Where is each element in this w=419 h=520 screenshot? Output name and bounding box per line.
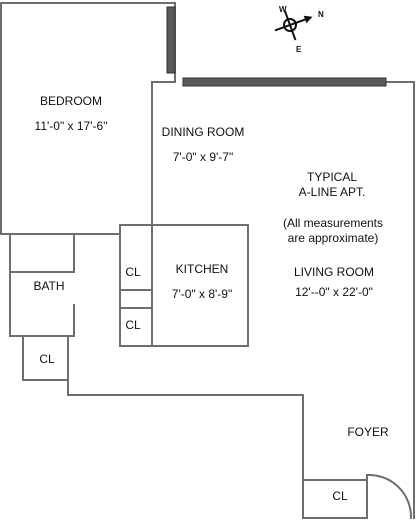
- note-caveat: (All measurements are approximate): [283, 216, 383, 246]
- compass-n: N: [318, 10, 324, 19]
- living-label: LIVING ROOM 12'--0" x 22'-0": [294, 265, 374, 300]
- closet-label-kitchen-lower: CL: [125, 318, 141, 332]
- compass-w: W: [279, 5, 287, 14]
- closet-label-bath: CL: [39, 352, 55, 366]
- bath-walls: [0, 233, 75, 337]
- kitchen-label: KITCHEN 7'-0" x 8'-9": [172, 262, 232, 302]
- closet-label-kitchen-upper: CL: [125, 265, 141, 279]
- foyer-label: FOYER: [347, 425, 389, 439]
- note-caveat-line2: are approximate): [287, 231, 379, 245]
- kitchen-cl-walls: [119, 224, 153, 347]
- compass-e: E: [296, 45, 302, 54]
- note-title: TYPICAL A-LINE APT.: [299, 170, 366, 200]
- kitchen-name: KITCHEN: [175, 262, 229, 276]
- dining-label: DINING ROOM 7'-0" x 9'-7": [162, 125, 245, 165]
- cl-left-walls: [22, 335, 304, 481]
- bedroom-size: 11'-0" x 17'-6": [34, 119, 108, 133]
- compass-icon: [274, 9, 313, 41]
- bedroom-name: BEDROOM: [39, 94, 103, 108]
- closet-label-foyer: CL: [332, 489, 348, 503]
- kitchen-walls: [151, 224, 249, 347]
- note-title-line2: A-LINE APT.: [298, 185, 366, 199]
- living-size: 12'--0" x 22'-0": [295, 285, 373, 299]
- note-title-line1: TYPICAL: [306, 170, 358, 184]
- door-swing: [366, 473, 413, 520]
- living-window: [182, 77, 387, 87]
- living-name: LIVING ROOM: [293, 265, 375, 279]
- bedroom-label: BEDROOM 11'-0" x 17'-6": [35, 94, 108, 134]
- dining-name: DINING ROOM: [161, 125, 245, 139]
- note-caveat-line1: (All measurements: [282, 216, 384, 230]
- living-right-wall: [385, 81, 415, 519]
- dining-size: 7'-0" x 9'-7": [172, 150, 234, 164]
- bath-label: BATH: [33, 279, 65, 293]
- kitchen-size: 7'-0" x 8'-9": [171, 287, 233, 301]
- bedroom-window: [166, 6, 176, 74]
